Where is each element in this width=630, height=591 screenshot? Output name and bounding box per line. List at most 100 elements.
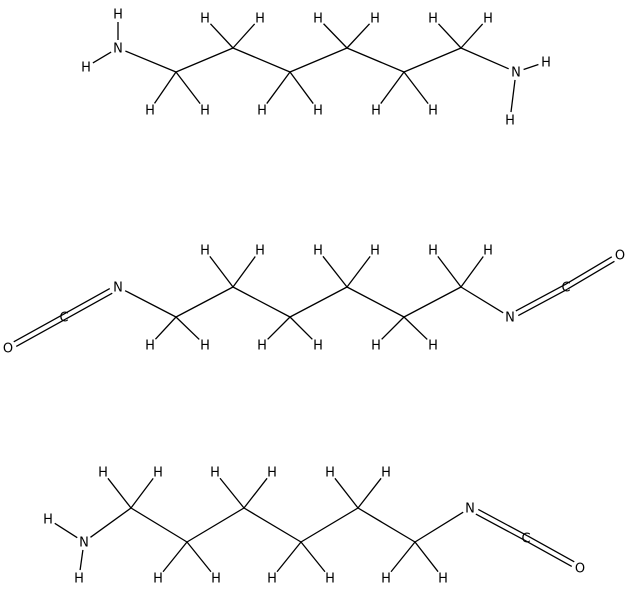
atom-label-h: H <box>81 61 91 76</box>
atom-label-h: H <box>200 12 210 27</box>
single-bond <box>357 507 416 543</box>
atom-label-h: H <box>370 244 380 259</box>
single-bond <box>186 541 212 573</box>
atom-label-h: H <box>200 104 210 119</box>
atom-label-h: H <box>313 12 323 27</box>
atom-label-h: H <box>428 244 438 259</box>
single-bond <box>219 477 245 509</box>
single-bond <box>403 316 428 340</box>
atom-label-h: H <box>483 12 493 27</box>
single-bond <box>323 23 348 49</box>
atom-label-h: H <box>381 466 391 481</box>
atom-label-o: O <box>615 249 625 264</box>
single-bond <box>380 71 405 104</box>
atom-label-h: H <box>257 339 267 354</box>
single-bond <box>79 549 84 571</box>
single-bond <box>209 23 234 49</box>
single-bond <box>289 316 313 340</box>
atom-label-h: H <box>267 572 277 587</box>
atom-label-h: H <box>210 466 220 481</box>
atom-label-n: N <box>79 536 89 551</box>
double-bond-line <box>477 508 528 537</box>
single-bond <box>460 286 504 314</box>
single-bond <box>289 286 348 318</box>
single-bond <box>334 477 359 509</box>
atom-label-n: N <box>505 311 515 326</box>
atom-label-h: H <box>255 12 265 27</box>
single-bond <box>346 286 405 318</box>
atom-label-n: N <box>511 66 521 81</box>
single-bond <box>243 507 302 543</box>
single-bond <box>300 507 359 543</box>
single-bond <box>346 255 371 288</box>
atom-label-h: H <box>371 104 381 119</box>
atom-label-h: H <box>267 466 277 481</box>
atom-label-h: H <box>74 572 84 587</box>
single-bond <box>523 63 539 71</box>
single-bond <box>232 256 256 288</box>
atom-label-h: H <box>313 339 323 354</box>
single-bond <box>54 522 78 539</box>
single-bond <box>125 50 177 73</box>
single-bond <box>357 477 382 509</box>
single-bond <box>267 316 291 340</box>
single-bond <box>232 23 256 49</box>
single-bond <box>186 507 245 543</box>
double-bond-line <box>566 260 615 290</box>
single-bond <box>153 71 177 104</box>
double-bond-line <box>564 256 613 286</box>
single-bond <box>175 286 234 318</box>
single-bond <box>154 316 177 340</box>
single-bond <box>300 541 326 573</box>
double-bond-line <box>62 288 111 316</box>
single-bond <box>232 286 291 318</box>
single-bond <box>90 507 132 538</box>
atom-label-o: O <box>3 342 13 357</box>
single-bond <box>390 541 416 573</box>
atom-label-h: H <box>200 339 210 354</box>
single-bond <box>460 256 484 288</box>
atom-label-h: H <box>313 244 323 259</box>
single-bond <box>437 255 462 288</box>
atom-label-h: H <box>438 572 448 587</box>
single-bond <box>403 47 462 73</box>
single-bond <box>381 316 405 340</box>
single-bond <box>209 255 234 288</box>
atom-label-h: H <box>200 244 210 259</box>
atom-label-h: H <box>428 104 438 119</box>
double-bond-line <box>64 292 113 320</box>
atom-label-h: H <box>211 572 221 587</box>
single-bond <box>124 290 177 318</box>
single-bond <box>437 23 462 49</box>
single-bond <box>266 71 291 104</box>
atom-label-c: C <box>521 532 530 547</box>
atom-label-h: H <box>325 466 335 481</box>
double-bond-line <box>517 288 568 317</box>
single-bond <box>175 71 201 105</box>
atom-label-n: N <box>465 502 475 517</box>
atom-label-c: C <box>59 311 68 326</box>
atom-label-h: H <box>325 572 335 587</box>
single-bond <box>130 507 188 543</box>
atom-label-h: H <box>113 8 123 23</box>
single-bond <box>510 79 516 113</box>
single-bond <box>130 478 154 509</box>
atom-label-h: H <box>505 114 515 129</box>
atom-label-h: H <box>541 56 551 71</box>
single-bond <box>346 23 371 49</box>
atom-label-h: H <box>145 104 155 119</box>
single-bond <box>276 541 302 573</box>
single-bond <box>460 47 509 70</box>
single-bond <box>162 541 188 573</box>
single-bond <box>92 51 112 64</box>
atom-label-h: H <box>153 466 163 481</box>
atom-label-h: H <box>428 339 438 354</box>
atom-label-h: H <box>313 104 323 119</box>
double-bond-line <box>13 314 64 343</box>
single-bond <box>175 47 234 73</box>
single-bond <box>403 286 462 318</box>
